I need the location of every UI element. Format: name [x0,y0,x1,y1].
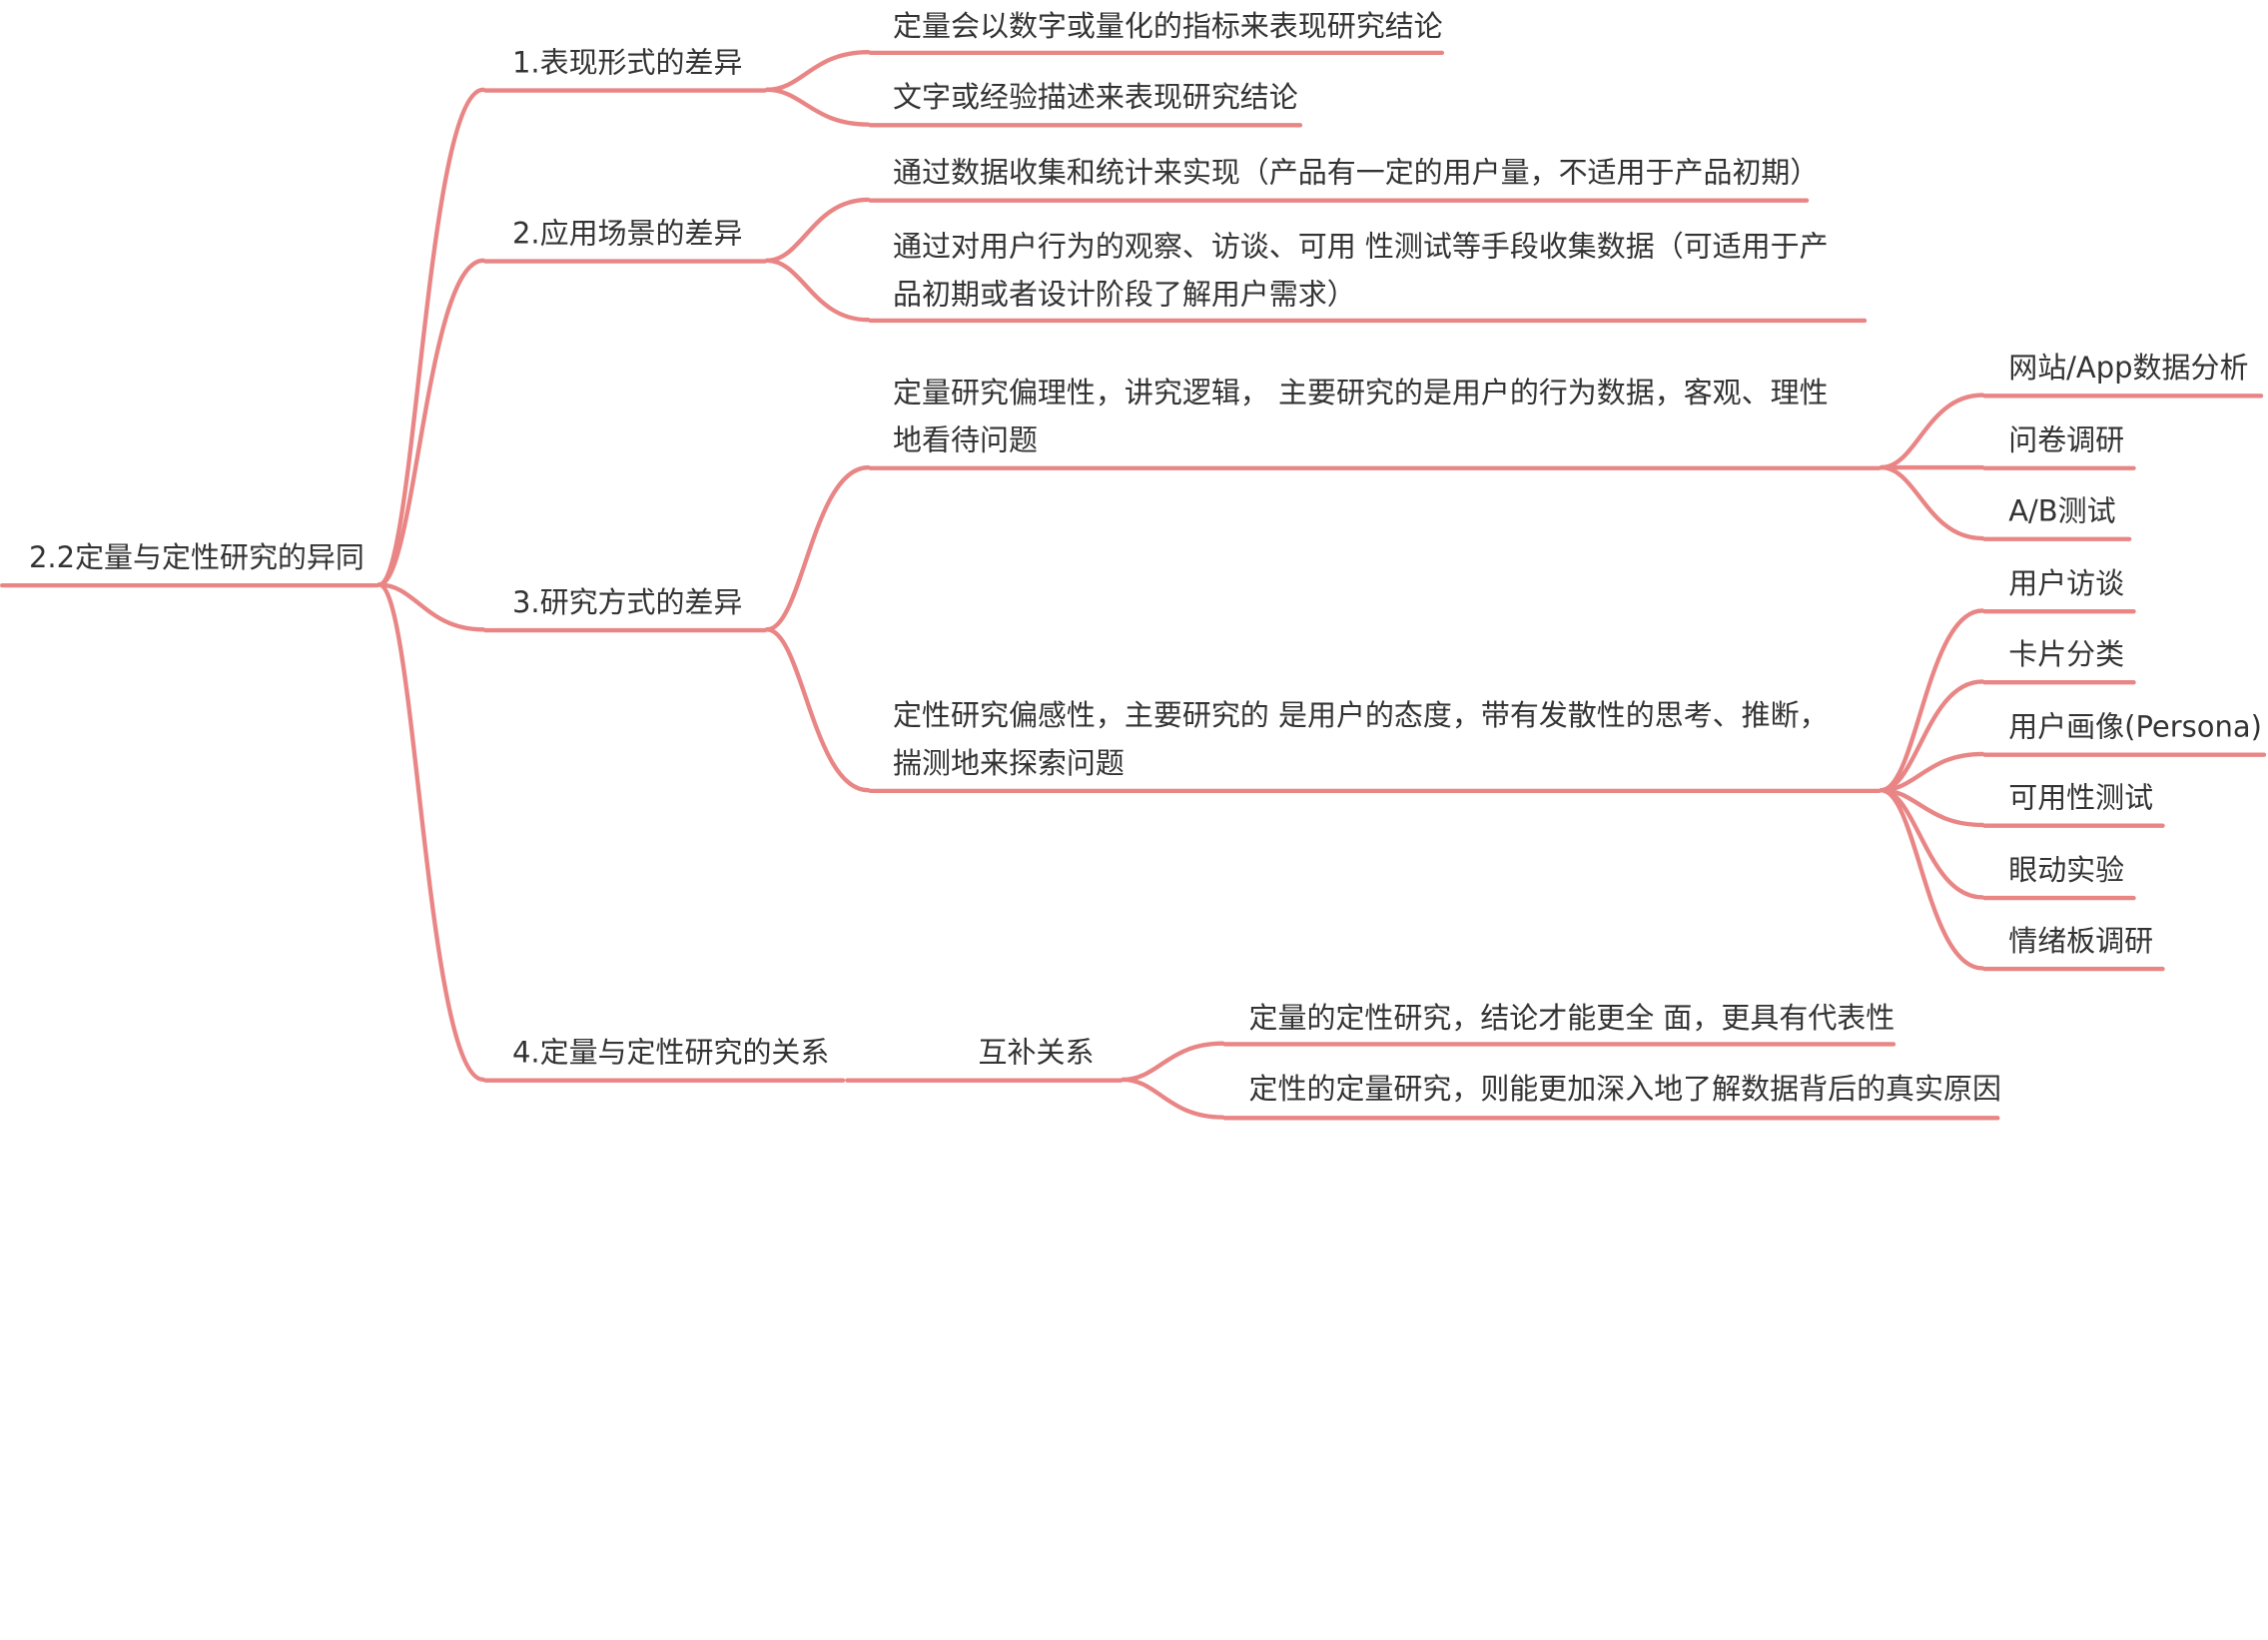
qual-to-card-sorting [1879,679,1985,793]
leaf-2-2-underline [868,318,1868,324]
root-to-branch-3 [377,582,486,632]
branch-1-to-leaf-2 [764,87,871,127]
branch-scenario-difference[interactable]: 2.应用场景的差异 [511,215,743,251]
leaf-1-1-underline [868,50,1445,56]
leaf-3-1-underline [868,465,1882,470]
leaf-2-1-underline [868,198,1810,203]
branch-4-underline [482,1078,846,1083]
leaf-3-2-6-underline [1982,966,2165,972]
leaf-3-2-1-underline [1982,609,2136,614]
branch-3-to-quant [764,464,871,632]
branch-2-to-leaf-1 [764,197,871,263]
leaf-qual-of-quant[interactable]: 定性的定量研究，则能更加深入地了解数据背后的真实原因 [1248,1071,2001,1107]
branch-connectors [377,49,1985,1120]
root-to-branch-4 [377,582,486,1083]
leaf-web-app-analytics[interactable]: 网站/App数据分析 [2008,350,2249,386]
qual-to-mood-board [1879,787,1985,971]
leaf-user-interview[interactable]: 用户访谈 [2008,565,2125,601]
leaf-quant-of-qual[interactable]: 定量的定性研究，结论才能更全 面，更具有代表性 [1248,1000,1895,1036]
leaf-4-1-underline [1222,1042,1896,1047]
leaf-persona[interactable]: 用户画像(Persona) [2008,709,2262,744]
leaf-3-2-underline [868,788,1882,794]
qual-to-interview [1879,608,1985,793]
leaf-quant-scenario[interactable]: 通过数据收集和统计来实现（产品有一定的用户量，不适用于产品初期） [893,155,1820,190]
branch-1-to-leaf-1 [764,49,871,93]
leaf-quant-expression[interactable]: 定量会以数字或量化的指标来表现研究结论 [893,8,1443,44]
complementary-to-leaf-2 [1121,1077,1225,1120]
leaf-usability-test[interactable]: 可用性测试 [2008,780,2154,815]
leaf-3-2-3-underline [1982,752,2267,757]
root-to-branch-1 [377,87,486,587]
branch-3-underline [482,627,767,633]
leaf-3-1-1-underline [1982,394,2264,399]
leaf-3-2-4-underline [1982,823,2165,828]
branch-expression-difference[interactable]: 1.表现形式的差异 [511,44,743,80]
leaf-qual-expression[interactable]: 文字或经验描述来表现研究结论 [893,79,1298,115]
leaf-card-sorting[interactable]: 卡片分类 [2008,636,2125,672]
node-complementary[interactable]: 互补关系 [978,1035,1095,1070]
branch-method-difference[interactable]: 3.研究方式的差异 [511,584,743,620]
leaf-qual-scenario[interactable]: 通过对用户行为的观察、访谈、可用 性测试等手段收集数据（可适用于产品初期或者设计… [893,228,1829,312]
branch-2-underline [482,259,767,264]
leaf-3-2-5-underline [1982,895,2136,901]
branch-2-to-leaf-2 [764,258,871,323]
branch-1-underline [482,88,767,93]
leaf-ab-test[interactable]: A/B测试 [2008,493,2116,528]
root-underline [0,582,379,588]
branch-relationship[interactable]: 4.定量与定性研究的关系 [511,1035,830,1070]
qual-to-persona [1879,751,1985,793]
quant-to-ab-test [1879,464,1985,541]
leaf-3-2-2-underline [1982,680,2136,685]
leaf-mood-board[interactable]: 情绪板调研 [2008,923,2154,959]
node-complementary-underline [845,1078,1124,1083]
root-to-branch-2 [377,258,486,587]
leaf-3-1-3-underline [1982,536,2132,541]
complementary-to-leaf-1 [1121,1041,1225,1083]
leaf-quant-method[interactable]: 定量研究偏理性，讲究逻辑， 主要研究的是用户的行为数据，客观、理性地看待问题 [893,375,1829,457]
leaf-1-2-underline [868,123,1303,128]
leaf-eye-tracking[interactable]: 眼动实验 [2008,852,2125,888]
root-topic[interactable]: 2.2定量与定性研究的异同 [28,539,365,575]
leaf-4-2-underline [1222,1116,2000,1121]
leaf-3-1-2-underline [1982,465,2136,470]
quant-to-web-analytics [1879,393,1985,470]
leaf-questionnaire[interactable]: 问卷调研 [2008,422,2125,457]
branch-3-to-qual [764,627,871,793]
leaf-qual-method[interactable]: 定性研究偏感性，主要研究的 是用户的态度，带有发散性的思考、推断，揣测地来探索问… [893,697,1829,781]
